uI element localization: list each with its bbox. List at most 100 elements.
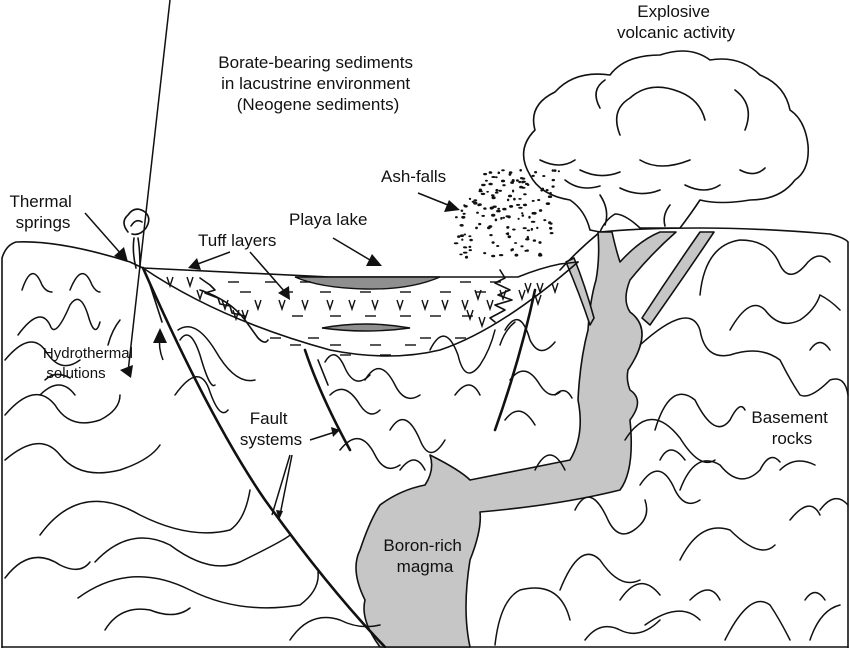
ash-particle: [473, 201, 478, 205]
ash-particle: [526, 183, 530, 186]
ash-particle: [510, 181, 514, 184]
ash-particle: [521, 212, 524, 215]
rock-fold-line: [504, 410, 536, 426]
arrow-playa-lake: [332, 237, 371, 261]
ash-particle: [506, 226, 510, 229]
ash-particle: [491, 194, 495, 197]
ash-particle: [517, 217, 520, 220]
rock-fold-line: [534, 454, 566, 471]
label-tuff-layers: Tuff layers: [198, 231, 276, 250]
ash-particle: [500, 217, 503, 220]
main-fault: [141, 266, 387, 648]
ash-particle: [469, 238, 473, 242]
ash-particle: [549, 226, 553, 230]
ash-particle: [489, 234, 493, 237]
ash-particle: [526, 235, 529, 239]
tuff-v-mark: [551, 282, 559, 295]
tuff-v-mark: [186, 276, 194, 289]
ash-particle: [488, 225, 493, 228]
ash-particle: [530, 227, 534, 231]
label-playa-lake: Playa lake: [289, 210, 367, 229]
ash-particle: [496, 209, 501, 213]
ash-particle: [542, 175, 546, 177]
rock-fold-line: [499, 321, 516, 346]
rock-fold-line: [689, 589, 721, 601]
rock-fold-line: [679, 527, 776, 561]
arrow-fault-down-1: [279, 454, 293, 516]
ash-particle: [461, 238, 464, 241]
ash-particle: [491, 241, 495, 244]
rock-fold-line: [364, 368, 421, 400]
tuff-v-mark: [241, 309, 249, 322]
ash-particle: [545, 189, 549, 192]
lacustrine-basin: [142, 261, 579, 357]
boron-magma-body: [355, 231, 715, 648]
ash-particle: [522, 227, 527, 230]
tuff-v-mark: [524, 282, 532, 295]
tuff-v-mark: [396, 299, 404, 312]
ash-particle: [496, 245, 500, 247]
main-conduit: [355, 231, 677, 648]
ash-particle: [491, 254, 496, 258]
ash-particle: [500, 179, 506, 183]
ash-particle: [475, 226, 478, 230]
ash-particle: [525, 249, 529, 252]
eruption-cloud: [522, 50, 810, 233]
ash-particle: [464, 246, 468, 249]
labels: Borate-bearing sediments in lacustrine e…: [9, 2, 828, 576]
rock-fold-line: [504, 318, 556, 352]
tuff-v-mark: [499, 289, 507, 302]
ash-particle: [509, 205, 514, 208]
ash-particle: [461, 215, 466, 219]
ash-particle: [553, 169, 557, 172]
ash-particle: [459, 253, 463, 256]
tuff-v-mark: [232, 309, 240, 322]
ash-particle: [498, 189, 503, 192]
ash-particle: [489, 206, 495, 210]
rock-fold-line: [44, 373, 71, 381]
ash-particle: [502, 207, 507, 211]
ash-particle: [484, 179, 488, 182]
ash-particle: [483, 172, 488, 176]
ash-particle: [488, 182, 493, 186]
rock-fold-line: [107, 319, 121, 346]
sediment-pattern: [166, 276, 559, 356]
annotation-arrows: [84, 0, 460, 520]
rock-fold-line: [494, 587, 571, 646]
side-dike-right: [641, 231, 715, 326]
ash-particle: [538, 252, 542, 256]
rock-fold-line: [624, 418, 716, 464]
tuff-v-mark: [166, 276, 174, 289]
tuff-v-mark: [474, 289, 482, 302]
arrow-fault-right: [309, 431, 336, 441]
ash-particle: [483, 252, 487, 255]
borate-lens: [321, 323, 411, 332]
ash-particle: [532, 211, 537, 215]
tuff-v-mark: [478, 316, 486, 329]
ash-particle: [522, 203, 528, 207]
ash-particle: [508, 171, 513, 174]
ash-particle: [457, 235, 461, 238]
rock-fold-line: [509, 370, 561, 396]
ash-particle: [508, 173, 512, 176]
ash-particle: [507, 194, 513, 198]
ash-particle: [510, 249, 513, 252]
playa-lake-lens: [294, 276, 441, 290]
ash-particle: [518, 180, 522, 184]
ash-particle: [538, 241, 542, 244]
arrow-head-icon: [153, 328, 167, 343]
arrow-head-icon: [444, 200, 460, 212]
rock-fold-line: [429, 329, 496, 374]
rock-fold-line: [21, 273, 53, 293]
ash-particle: [473, 199, 478, 202]
label-thermal-springs: Thermal springs: [9, 192, 76, 232]
rock-fold-line: [639, 470, 701, 505]
rock-fold-line: [94, 534, 291, 567]
rock-fold-line: [699, 239, 831, 296]
arrow-head-icon: [120, 365, 133, 378]
rock-fold-line: [399, 459, 426, 471]
ash-particle: [518, 206, 523, 209]
ash-particle: [483, 207, 487, 210]
ash-particle: [511, 189, 515, 193]
